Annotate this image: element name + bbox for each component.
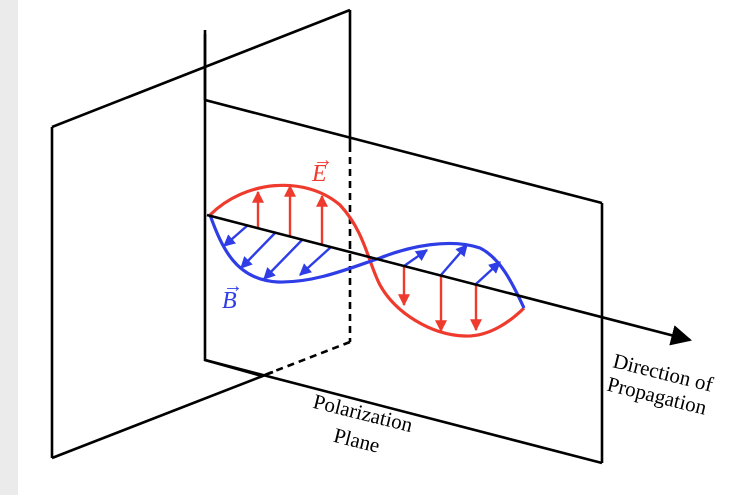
b-field-wave [208,214,526,309]
b-vector-5 [403,249,428,267]
b-field-label: B [222,288,237,314]
b-vector-3 [263,238,304,280]
b-vector-2 [240,231,277,269]
b-vector-1 [223,224,249,247]
e-field-label: E [311,161,327,187]
horizontal-plane [204,98,604,465]
b-vector-arrow-glyph: → [223,275,243,297]
b-vector-4 [299,246,332,276]
e-vector-arrow-glyph: → [313,149,333,171]
e-field-wave [208,183,526,338]
b-vector-6 [440,244,468,276]
white-canvas [18,0,749,495]
b-vector-7 [475,261,501,285]
propagation-axis-arrow [206,213,693,346]
